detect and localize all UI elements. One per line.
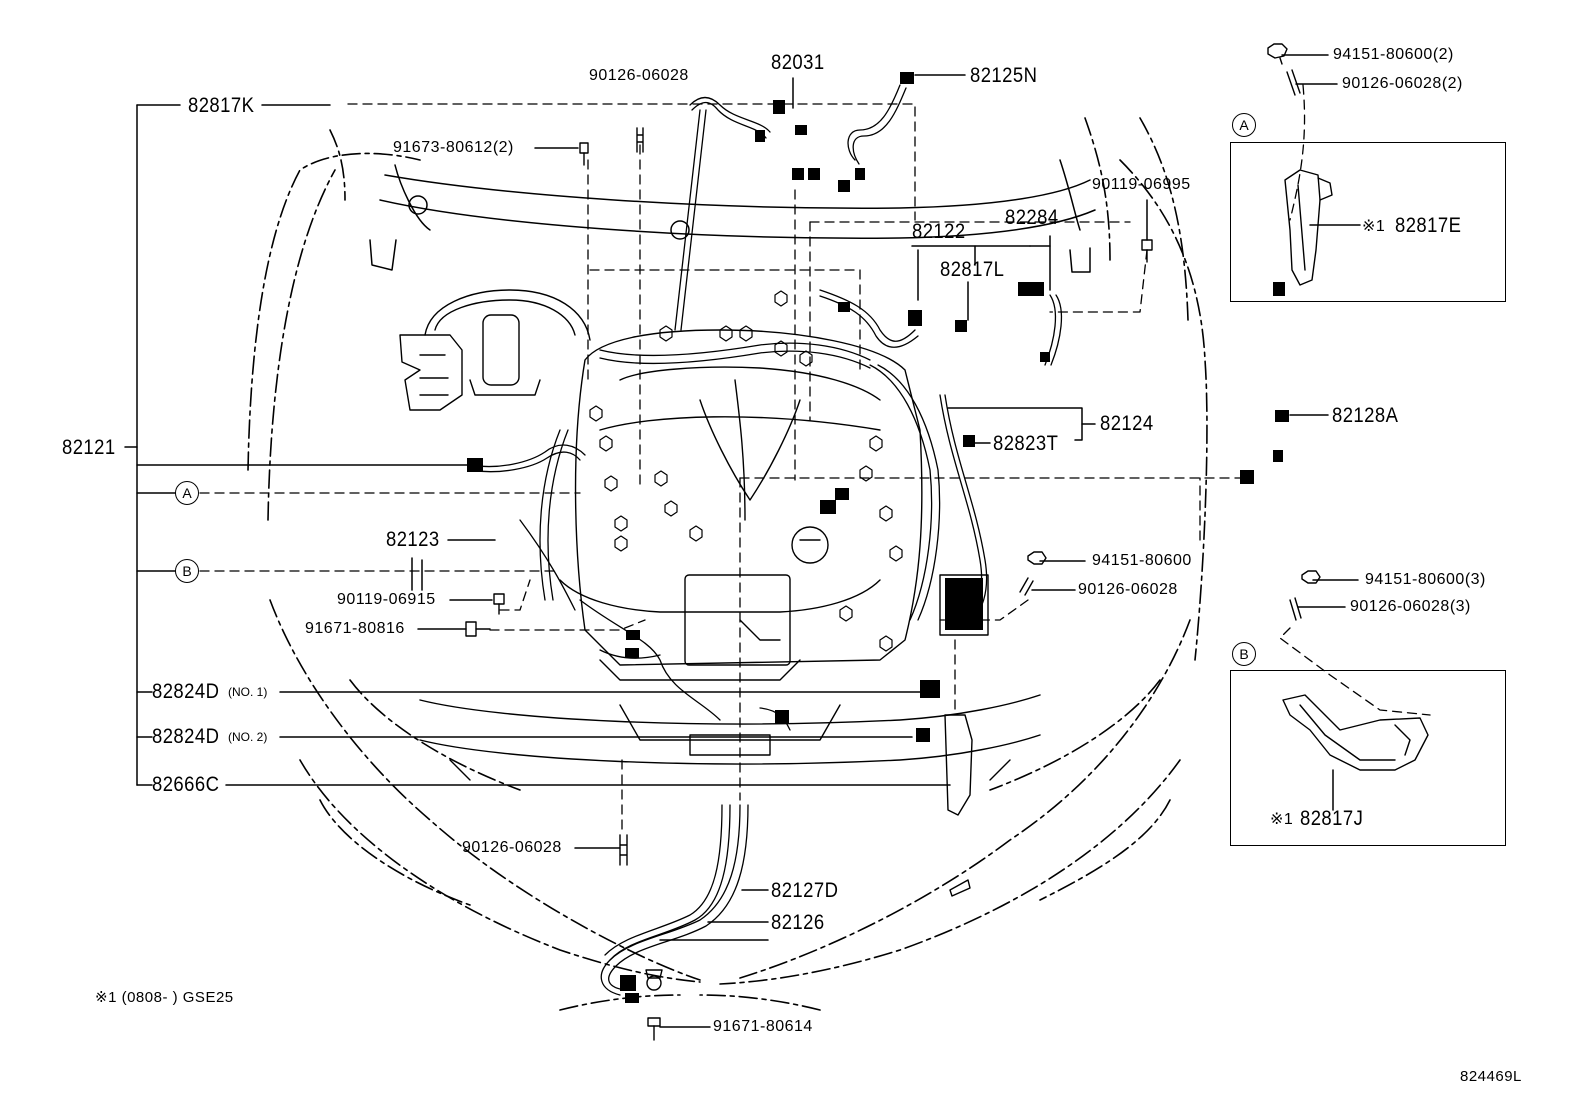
part-label-82817K[interactable]: 82817K	[188, 94, 255, 117]
part-label-90126-06028-2[interactable]: 90126-06028(2)	[1342, 75, 1463, 92]
cowl-panel	[369, 159, 1096, 273]
part-label-82128A[interactable]: 82128A	[1332, 404, 1399, 427]
part-label-94151-80600-2[interactable]: 94151-80600(2)	[1333, 46, 1454, 63]
part-label-82817J[interactable]: 82817J	[1300, 807, 1364, 830]
part-label-90126-06028-top[interactable]: 90126-06028	[589, 67, 689, 84]
part-label-82126[interactable]: 82126	[771, 911, 825, 934]
part-label-90126-06028-3[interactable]: 90126-06028(3)	[1350, 598, 1471, 615]
fuse-block	[939, 574, 989, 816]
ref-mark-82817E: ※1	[1362, 218, 1386, 235]
part-label-82817L[interactable]: 82817L	[940, 258, 1005, 281]
leader-lines	[124, 54, 1361, 1028]
applicability-footnote: ※1 (0808- ) GSE25	[95, 989, 234, 1006]
vehicle-body-outline	[247, 117, 1208, 1011]
detail-b-frame	[1230, 670, 1506, 846]
part-label-90119-06915[interactable]: 90119-06915	[337, 591, 436, 608]
part-label-82121[interactable]: 82121	[62, 436, 116, 459]
callout-a-main[interactable]: A	[175, 481, 199, 505]
bolt-symbols	[465, 43, 1321, 1041]
engine-fasteners	[589, 290, 903, 652]
detail-a-frame	[1230, 142, 1506, 302]
connectors	[467, 72, 1289, 1003]
part-label-82823T[interactable]: 82823T	[993, 432, 1059, 455]
engine-bay	[399, 289, 1041, 897]
part-label-82666C[interactable]: 82666C	[152, 773, 220, 796]
part-label-90119-06995[interactable]: 90119-06995	[1092, 176, 1191, 193]
reference-dashes	[199, 84, 1431, 836]
harness-cables	[469, 84, 1063, 996]
part-label-90126-06028-bottom[interactable]: 90126-06028	[462, 839, 562, 856]
diagram-id: 824469L	[1460, 1068, 1522, 1085]
part-label-91671-80614[interactable]: 91671-80614	[713, 1018, 813, 1035]
detail-a-bracket	[1284, 169, 1333, 286]
part-sublabel-no2: (NO. 2)	[228, 730, 268, 744]
part-label-91673-80612[interactable]: 91673-80612(2)	[393, 139, 514, 156]
callout-b-detail[interactable]: B	[1232, 642, 1256, 666]
part-label-82125N[interactable]: 82125N	[970, 64, 1038, 87]
callout-b-main[interactable]: B	[175, 559, 199, 583]
callout-a-detail[interactable]: A	[1232, 113, 1256, 137]
part-label-82031[interactable]: 82031	[771, 51, 825, 74]
part-label-94151-80600-3[interactable]: 94151-80600(3)	[1365, 571, 1486, 588]
part-label-82122[interactable]: 82122	[912, 220, 966, 243]
part-label-82127D[interactable]: 82127D	[771, 879, 839, 902]
part-label-94151-80600[interactable]: 94151-80600	[1092, 552, 1192, 569]
part-label-82824D-no1[interactable]: 82824D	[152, 680, 220, 703]
part-label-82124[interactable]: 82124	[1100, 412, 1154, 435]
part-label-91671-80816[interactable]: 91671-80816	[305, 620, 405, 637]
part-label-82284[interactable]: 82284	[1005, 206, 1059, 229]
part-label-82817E[interactable]: 82817E	[1395, 214, 1462, 237]
part-label-90126-06028-mid[interactable]: 90126-06028	[1078, 581, 1178, 598]
ref-mark-82817J: ※1	[1270, 811, 1294, 828]
detail-b-bracket	[1282, 694, 1429, 771]
part-label-82123[interactable]: 82123	[386, 528, 440, 551]
part-label-82824D-no2[interactable]: 82824D	[152, 725, 220, 748]
part-sublabel-no1: (NO. 1)	[228, 685, 268, 699]
